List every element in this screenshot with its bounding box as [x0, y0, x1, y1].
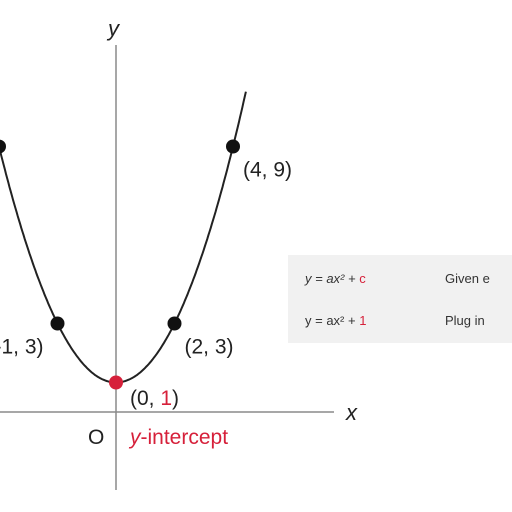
y-intercept-caption-italic: y: [128, 426, 142, 449]
equation-highlight: 1: [359, 313, 367, 328]
origin-label: O: [88, 426, 104, 449]
x-axis-label: x: [345, 400, 358, 425]
intercept-point-label: (0, 1): [130, 387, 179, 410]
y-axis-label: y: [106, 16, 121, 41]
equation-note: Plug in: [445, 313, 485, 328]
equation-text: y = ax² +: [305, 313, 360, 328]
y-intercept-point: [109, 375, 123, 390]
data-point: [50, 316, 65, 331]
equation-formula: y = ax² + c: [305, 271, 445, 286]
intercept-label-value: 1: [160, 387, 172, 410]
y-intercept-caption-rest: -intercept: [141, 426, 229, 449]
equation-highlight: c: [359, 271, 366, 286]
data-point: [226, 139, 240, 154]
intercept-label-suffix: ): [172, 387, 179, 410]
point-label: (4, 9): [243, 159, 292, 182]
y-intercept-caption: y-intercept: [128, 426, 228, 449]
data-point: [0, 139, 6, 154]
point-label: (-1, 3): [0, 336, 44, 359]
equation-text: y = ax² +: [305, 271, 360, 286]
equation-note: Given e: [445, 271, 490, 286]
equation-formula: y = ax² + 1: [305, 313, 445, 328]
data-point: [167, 316, 182, 331]
intercept-label-prefix: (0,: [130, 387, 160, 410]
point-label: (2, 3): [185, 336, 234, 359]
